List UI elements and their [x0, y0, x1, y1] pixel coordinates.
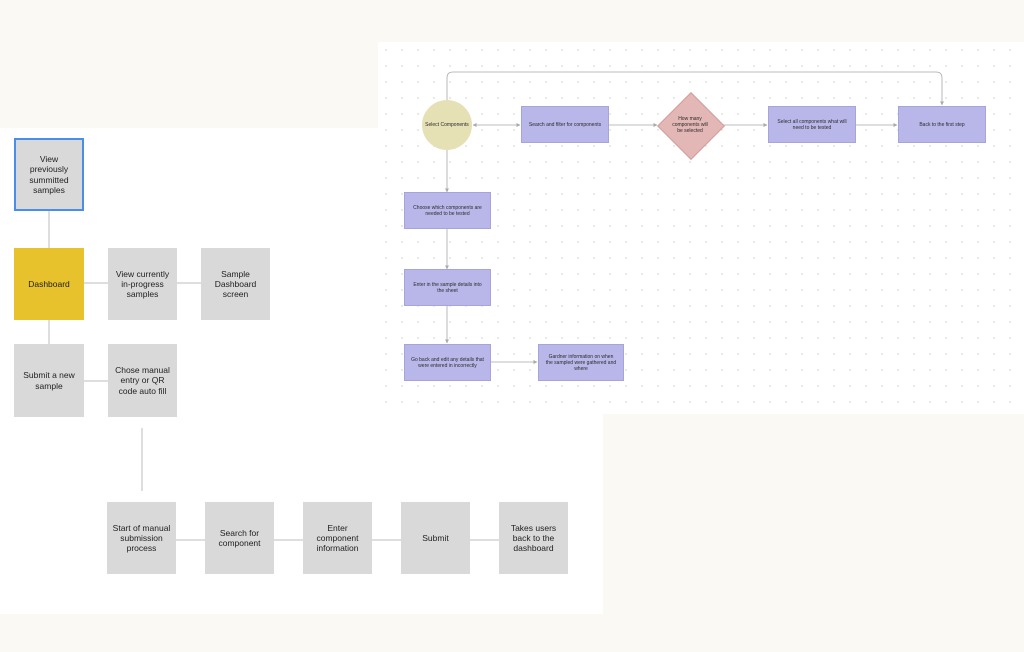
node-label: Submit a new sample: [23, 370, 75, 391]
node-search-filter[interactable]: Search and filter for components: [521, 106, 609, 143]
node-dashboard[interactable]: Dashboard: [14, 248, 84, 320]
node-search-component[interactable]: Search for component: [205, 502, 274, 574]
node-label: Start of manual submission process: [112, 522, 171, 554]
node-back-to-dashboard[interactable]: Takes users back to the dashboard: [499, 502, 568, 574]
node-label: Takes users back to the dashboard: [510, 522, 557, 554]
node-label: Enter in the sample details into the she…: [413, 281, 482, 294]
node-label: Submit: [422, 532, 449, 543]
node-label: Search and filter for components: [528, 121, 602, 128]
node-label: Select all components what will need to …: [777, 118, 847, 131]
node-choose-components[interactable]: Choose which components are needed to be…: [404, 192, 491, 229]
node-enter-component-info[interactable]: Enter component information: [303, 502, 372, 574]
node-label: Back to the first step: [919, 121, 965, 128]
node-label: Gardner information on when the sampled …: [545, 353, 617, 372]
node-decision-how-many[interactable]: How many components will be selected: [654, 89, 726, 161]
node-label: View currently in-progress samples: [115, 268, 170, 300]
connector-loop-back: [446, 71, 944, 106]
node-select-all[interactable]: Select all components what will need to …: [768, 106, 856, 143]
node-label: Select Components: [425, 122, 469, 128]
node-select-components[interactable]: Select Components: [422, 100, 472, 150]
node-back-to-first-step[interactable]: Back to the first step: [898, 106, 986, 143]
node-chose-entry[interactable]: Chose manual entry or QR code auto fill: [108, 344, 177, 417]
node-label: View previously summitted samples: [29, 154, 69, 195]
node-view-previous-samples[interactable]: View previously summitted samples: [14, 138, 84, 211]
node-label: Enter component information: [316, 522, 359, 554]
node-label: Search for component: [218, 527, 261, 548]
node-go-back-edit[interactable]: Go back and edit any details that were e…: [404, 344, 491, 381]
node-label: How many components will be selected: [672, 115, 708, 135]
node-submit-new-sample[interactable]: Submit a new sample: [14, 344, 84, 417]
node-enter-sample-details[interactable]: Enter in the sample details into the she…: [404, 269, 491, 306]
node-label: Sample Dashboard screen: [214, 268, 257, 300]
node-sample-dashboard[interactable]: Sample Dashboard screen: [201, 248, 270, 320]
node-submit[interactable]: Submit: [401, 502, 470, 574]
node-view-in-progress[interactable]: View currently in-progress samples: [108, 248, 177, 320]
node-label: Chose manual entry or QR code auto fill: [115, 365, 170, 396]
node-label: Go back and edit any details that were e…: [411, 356, 484, 369]
node-label: Choose which components are needed to be…: [413, 204, 482, 217]
node-start-manual[interactable]: Start of manual submission process: [107, 502, 176, 574]
node-label: Dashboard: [28, 278, 70, 289]
node-gardner-information[interactable]: Gardner information on when the sampled …: [538, 344, 624, 381]
